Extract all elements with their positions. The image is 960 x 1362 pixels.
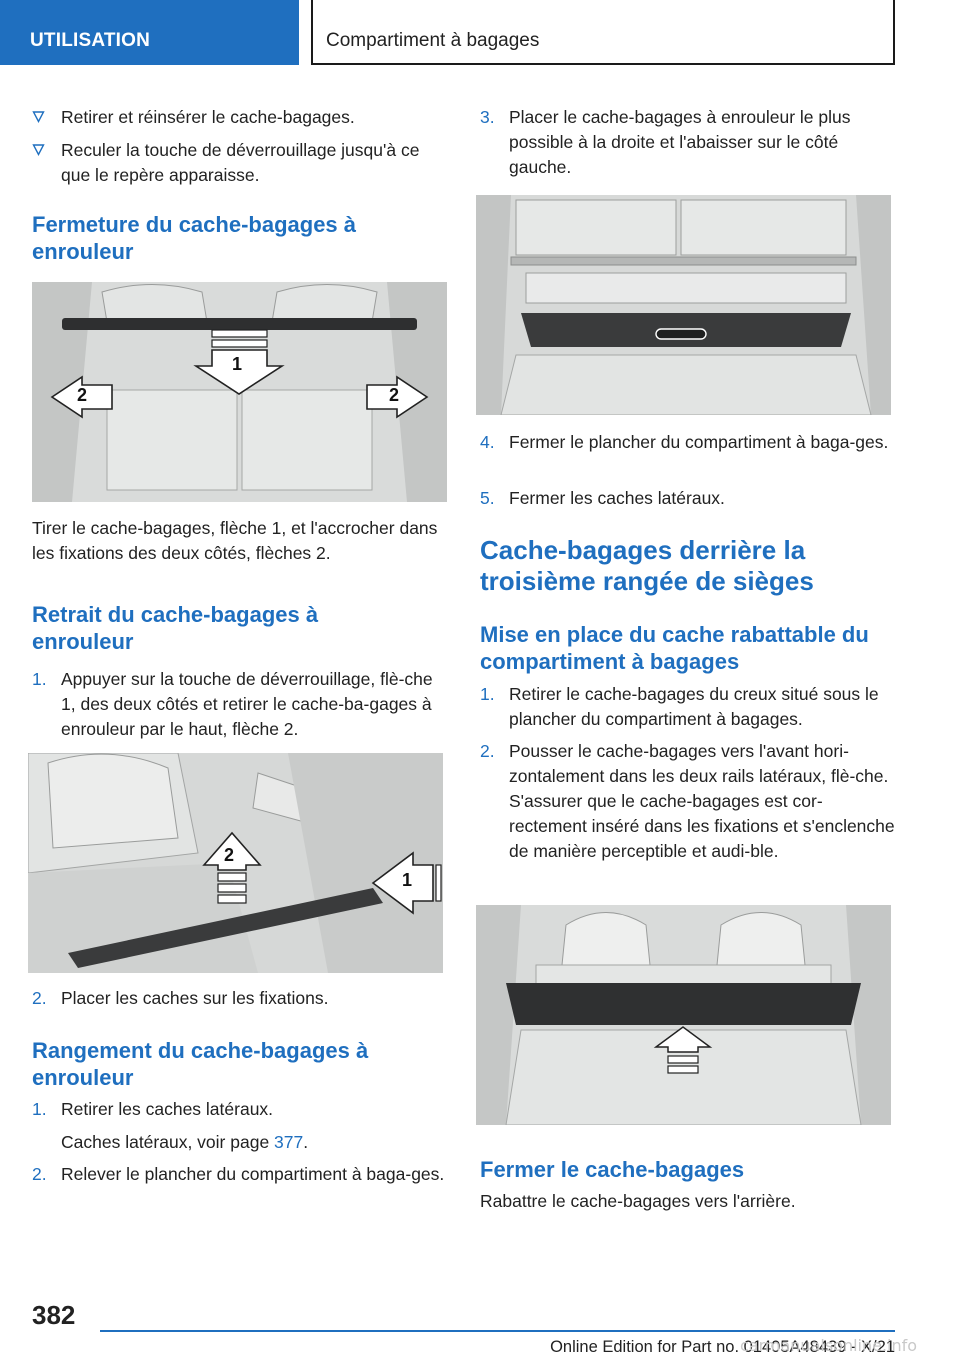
figure-folding-cover	[476, 905, 891, 1125]
page-number: 382	[32, 1300, 76, 1330]
figure-cargo-cover-closing: 1 2 2	[32, 282, 447, 502]
step-item: 5. Fermer les caches latéraux.	[480, 488, 725, 508]
figure-label-arrow-1: 1	[232, 354, 243, 374]
triangle-bullet-icon	[32, 144, 45, 156]
step-item: 2. Relever le plancher du compartiment à…	[32, 1164, 445, 1184]
step-item: 3. Placer le cache-bagages à enrouleur l…	[480, 107, 851, 177]
step-item: 1. Retirer le cache-bagages du creux sit…	[480, 684, 879, 729]
paragraph-fermer-cache: Rabattre le cache-bagages vers l'arrière…	[480, 1191, 796, 1211]
step-item: 2. Placer les caches sur les fixations.	[32, 988, 329, 1008]
header-section-tab: UTILISATION	[0, 0, 299, 65]
step-item: 4. Fermer le plancher du compartiment à …	[480, 432, 889, 452]
header-chapter-box: Compartiment à bagages	[311, 0, 895, 65]
bullet-item: Retirer et réinsérer le cache-bagages.	[32, 105, 447, 130]
heading-mise-en-place: Mise en place du cache rabattable du com…	[480, 622, 869, 674]
figure-label-arrow-2: 2	[224, 845, 235, 865]
heading-fermeture: Fermeture du cache-bagages à enrouleur	[32, 212, 357, 264]
step-item: 2. Pousser le cache-bagages vers l'avant…	[480, 741, 895, 861]
triangle-bullet-icon	[32, 111, 45, 123]
step-item: 1. Retirer les caches latéraux.	[32, 1099, 274, 1119]
figure-cargo-cover-removal: 2 1	[28, 753, 443, 973]
heading-fermer-cache: Fermer le cache-bagages	[480, 1157, 745, 1182]
heading-cache-troisieme-rangee: Cache-bagages derrière la troisième rang…	[480, 535, 814, 596]
footer-edition: Online Edition for Part no. 01405A48439 …	[550, 1338, 895, 1356]
cross-reference: Caches latéraux, voir page 377.	[61, 1132, 309, 1152]
watermark: carmanualsonline.info	[740, 1336, 918, 1355]
heading-retrait: Retrait du cache-bagages à enrouleur	[32, 602, 319, 654]
figure-label-arrow-2-left: 2	[77, 385, 88, 405]
figure-label-arrow-1: 1	[402, 870, 413, 890]
figure-cargo-cover-placement	[476, 195, 891, 415]
page-link[interactable]: 377	[274, 1132, 304, 1152]
figure-label-arrow-2-right: 2	[389, 385, 400, 405]
header-section-label: UTILISATION	[30, 30, 151, 51]
footer-divider	[100, 1330, 895, 1332]
step-item: 1. Appuyer sur la touche de déverrouilla…	[32, 669, 433, 739]
bullet-item: Reculer la touche de déverrouillage jusq…	[32, 138, 447, 188]
heading-rangement: Rangement du cache-bagages à enrouleur	[32, 1038, 369, 1090]
header-chapter-label: Compartiment à bagages	[326, 30, 540, 51]
paragraph-fermeture: Tirer le cache-bagages, flèche 1, et l'a…	[32, 518, 438, 563]
